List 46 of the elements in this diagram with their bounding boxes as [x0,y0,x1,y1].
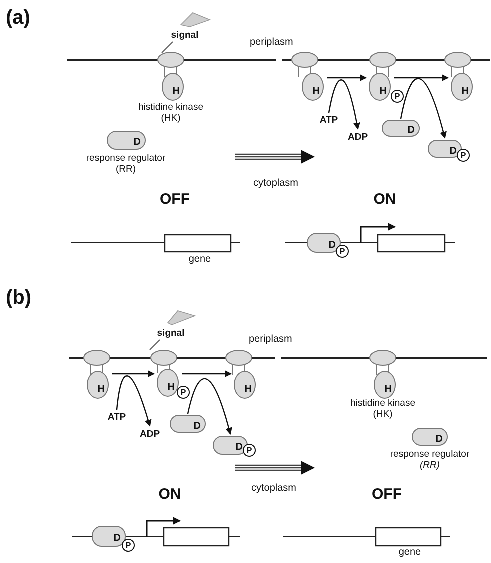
phosphate-circle: P [391,90,404,103]
caption-label: response regulator (RR) [85,153,167,176]
state-label: OFF [371,486,403,504]
phosphate-circle: P [177,386,190,399]
state-label: OFF [159,191,191,209]
caption-label: response regulator (RR) [389,449,471,472]
gene-label: gene [188,254,212,266]
kinase-domain-ellipse: H [162,73,184,101]
reaction-arrow [116,376,152,427]
kinase-domain-ellipse: H [451,73,473,101]
leader-line [150,340,160,350]
region-label: periplasm [250,37,294,49]
reaction-arrow [400,78,447,139]
phosphate-circle: P [457,149,470,162]
arrow [182,370,232,378]
kinase-domain-ellipse: H [87,371,109,399]
state-label: ON [158,486,182,504]
molecule-label: ATP [316,114,342,126]
region-label: cytoplasm [250,483,298,495]
panel-label: (a) [6,6,30,30]
arrow [112,370,155,378]
state-label: ON [372,191,398,209]
phosphate-circle: P [243,444,256,457]
caption-label: histidine kinase (HK) [350,398,416,421]
gene-label: gene [398,547,422,559]
molecule-label: ADP [344,131,372,143]
reaction-arrow [328,80,360,130]
arrow [394,74,449,82]
kinase-domain-ellipse: H [374,371,396,399]
region-label: cytoplasm [252,178,300,190]
kinase-domain-ellipse: H [234,371,256,399]
kinase-domain-ellipse: H [157,369,179,397]
reaction-arrow [187,378,232,435]
signal-label: signal [154,327,188,340]
panel-label: (b) [6,286,32,310]
phosphate-circle: P [122,539,135,552]
phosphate-circle: P [336,245,349,258]
region-label: periplasm [249,334,292,346]
kinase-domain-ellipse: H [302,73,324,101]
arrow [327,74,367,82]
kinase-domain-ellipse: H [369,73,391,101]
molecule-label: ADP [136,428,164,440]
leader-line [162,42,174,54]
caption-label: histidine kinase (HK) [138,102,204,125]
signal-label: signal [167,29,203,42]
molecule-label: ATP [104,411,130,423]
